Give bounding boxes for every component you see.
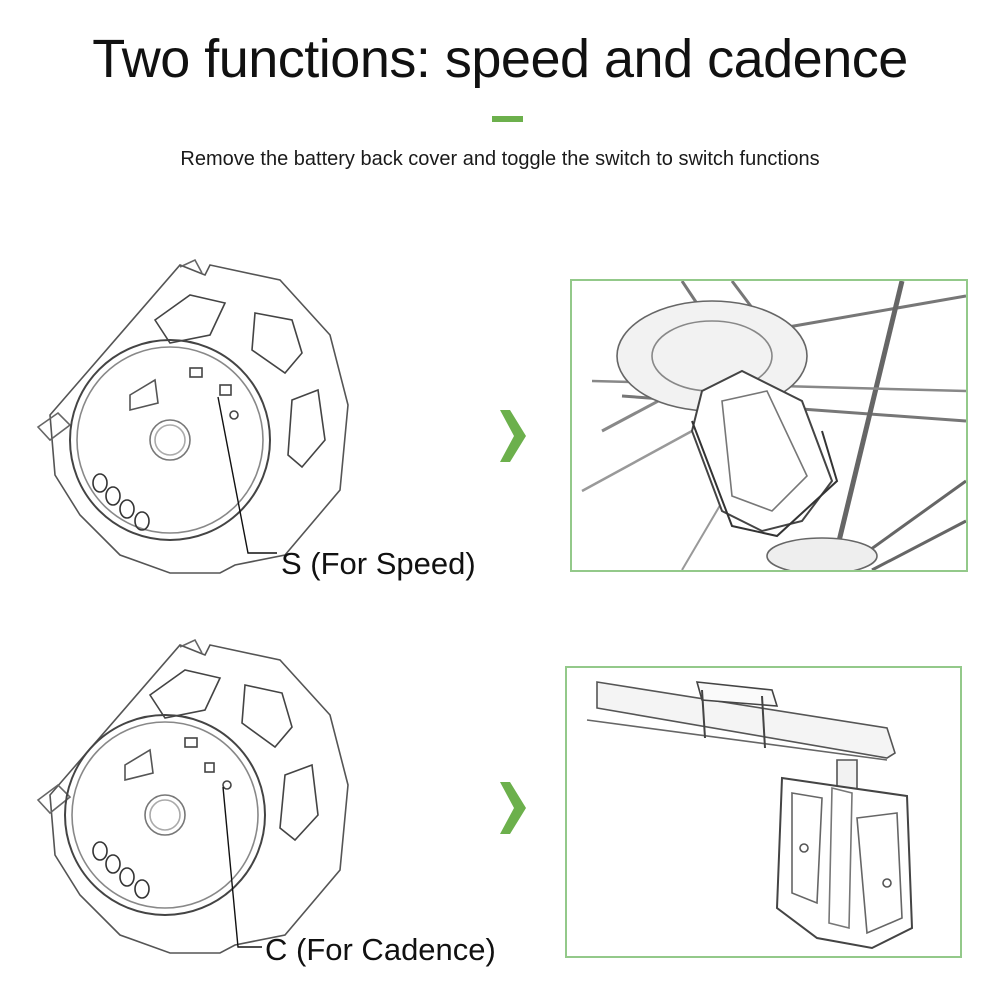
speed-mode-label: S (For Speed) [281,546,476,581]
wheel-hub-mount-illustration [570,279,968,572]
chevron-right-icon [500,782,526,834]
cadence-mode-label: C (For Cadence) [265,932,496,967]
sensor-cadence-switch-icon [36,638,349,954]
sensor-speed-switch-icon [36,258,349,574]
page-title: Two functions: speed and cadence [92,29,908,89]
page-subtitle: Remove the battery back cover and toggle… [180,148,820,170]
crank-arm-mount-illustration [565,666,962,958]
accent-divider [492,116,523,122]
chevron-right-icon [500,410,526,462]
